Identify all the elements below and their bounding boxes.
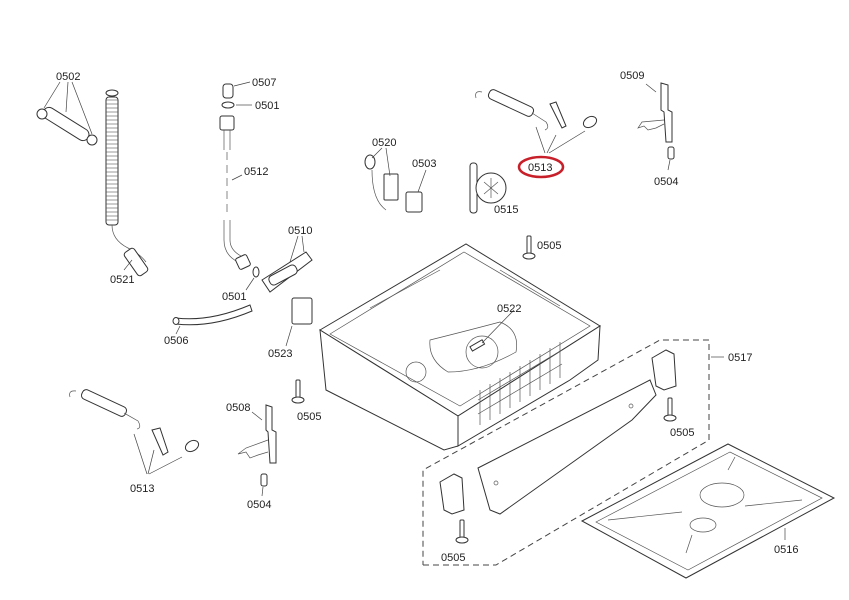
label-0507[interactable]: 0507 xyxy=(252,77,276,89)
part-0523-cover[interactable] xyxy=(285,297,313,347)
label-0517[interactable]: 0517 xyxy=(728,352,752,364)
label-0505-bottom[interactable]: 0505 xyxy=(441,552,465,564)
label-0501-top[interactable]: 0501 xyxy=(255,100,279,112)
label-0513-highlighted[interactable]: 0513 xyxy=(528,162,552,174)
part-0505-screw-bottom[interactable] xyxy=(455,519,469,544)
label-0512[interactable]: 0512 xyxy=(244,166,268,178)
part-0510-valve[interactable] xyxy=(261,235,313,293)
hose-corrugation xyxy=(106,99,118,221)
part-0516-base-plate[interactable] xyxy=(580,443,836,579)
part-0517-kickplate-group[interactable] xyxy=(422,339,724,566)
part-0512-inlet-hose[interactable] xyxy=(219,115,251,270)
label-0509[interactable]: 0509 xyxy=(620,70,644,82)
label-0515[interactable]: 0515 xyxy=(494,204,518,216)
part-0513-spring-kit-top[interactable] xyxy=(475,88,599,154)
part-0507-cap[interactable] xyxy=(222,81,251,99)
part-0504-clip-left[interactable] xyxy=(260,473,268,497)
label-0516[interactable]: 0516 xyxy=(774,544,798,556)
label-0508[interactable]: 0508 xyxy=(226,402,250,414)
label-0520[interactable]: 0520 xyxy=(372,137,396,149)
label-0502[interactable]: 0502 xyxy=(56,71,80,83)
part-0501-seal-top[interactable] xyxy=(221,101,252,109)
part-0505-screw-top[interactable] xyxy=(522,235,536,260)
dishwasher-base-tub xyxy=(319,243,601,451)
part-0508-hinge-left[interactable] xyxy=(237,404,277,464)
label-0506[interactable]: 0506 xyxy=(164,335,188,347)
label-0521[interactable]: 0521 xyxy=(110,274,134,286)
part-0505-screw-middle[interactable] xyxy=(291,379,305,404)
label-0503[interactable]: 0503 xyxy=(412,158,436,170)
part-0520-sensor[interactable] xyxy=(364,147,399,211)
part-0513-spring-kit-bottom[interactable] xyxy=(69,388,201,475)
part-0503-connector[interactable] xyxy=(405,169,427,213)
label-0501-bottom[interactable]: 0501 xyxy=(222,291,246,303)
label-0523[interactable]: 0523 xyxy=(268,348,292,360)
label-0505-middle[interactable]: 0505 xyxy=(297,411,321,423)
label-0505-right[interactable]: 0505 xyxy=(670,427,694,439)
part-0505-screw-right[interactable] xyxy=(663,397,677,422)
part-0521-drain-hose[interactable] xyxy=(105,89,149,277)
label-0513-bottom[interactable]: 0513 xyxy=(130,483,154,495)
part-bracket-right xyxy=(651,349,677,391)
part-bracket-left xyxy=(439,473,465,515)
part-0509-hinge-right[interactable] xyxy=(637,82,673,143)
part-0502-hose-clamps[interactable] xyxy=(36,81,98,146)
part-0515-pump[interactable] xyxy=(469,162,507,214)
label-0504-right[interactable]: 0504 xyxy=(654,176,678,188)
part-0506-hose[interactable] xyxy=(172,304,253,335)
label-0522[interactable]: 0522 xyxy=(497,303,521,315)
label-0505-top[interactable]: 0505 xyxy=(537,240,561,252)
label-0510[interactable]: 0510 xyxy=(288,225,312,237)
label-0504-left[interactable]: 0504 xyxy=(247,499,271,511)
highlight-ring-0513 xyxy=(517,155,565,179)
part-0501-seal-bottom[interactable] xyxy=(245,266,260,291)
tub-grille xyxy=(477,342,563,425)
part-0504-clip-right[interactable] xyxy=(667,146,675,171)
